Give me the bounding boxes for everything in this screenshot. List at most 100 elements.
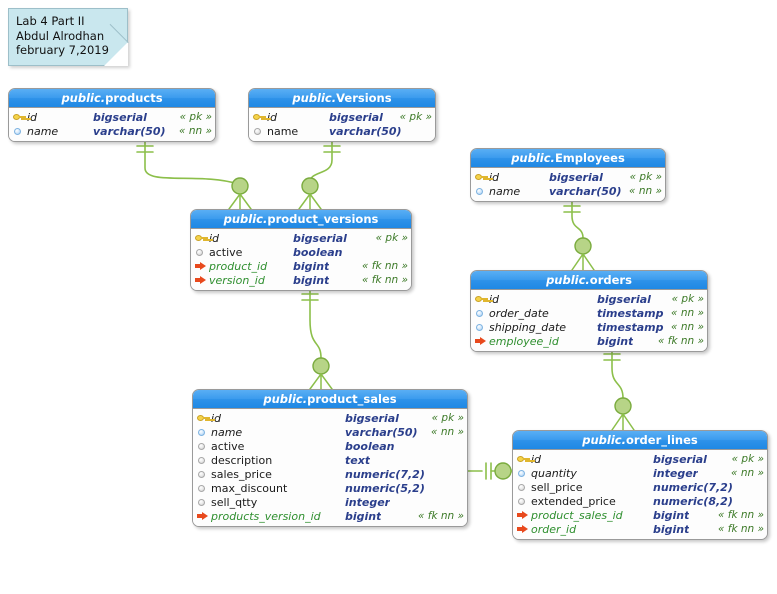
fk-arrow-icon	[516, 508, 531, 522]
attribute-flag: « fk nn »	[717, 523, 764, 535]
attribute-type: varchar(50)	[93, 124, 166, 138]
attribute-type: varchar(50)	[345, 425, 418, 439]
attribute-row[interactable]: extended_price numeric(8,2)	[516, 494, 764, 508]
entity-schema: public.	[582, 433, 626, 447]
attribute-name: id	[267, 110, 278, 124]
attribute-name: sell_qtty	[211, 495, 258, 509]
fk-arrow-icon	[194, 273, 209, 287]
attribute-flag: « pk »	[179, 111, 212, 123]
circle-gray-icon	[196, 453, 211, 467]
attribute-name: id	[27, 110, 38, 124]
attribute-name: version_id	[209, 273, 265, 287]
entity-name: order_lines	[625, 433, 698, 447]
entity-header-versions: public.Versions	[249, 89, 435, 108]
sticky-note-line-3: february 7,2019	[16, 43, 109, 57]
circle-gray-icon	[196, 481, 211, 495]
entity-schema: public.	[546, 273, 590, 287]
attribute-name: extended_price	[531, 494, 616, 508]
attribute-type: varchar(50)	[329, 124, 402, 138]
circle-blue-icon	[196, 425, 211, 439]
key-icon	[194, 231, 209, 245]
attribute-row[interactable]: shipping_date timestamp « nn »	[474, 320, 704, 334]
attribute-name: sell_price	[531, 480, 583, 494]
entity-schema: public.	[223, 212, 268, 226]
attribute-type: bigserial	[549, 170, 603, 184]
attribute-type: integer	[345, 495, 391, 509]
attribute-name: id	[489, 170, 500, 184]
attribute-flag: « fk nn »	[361, 274, 408, 286]
attribute-type: bigserial	[653, 452, 707, 466]
attribute-type: bigserial	[293, 231, 347, 245]
attribute-name: id	[531, 452, 542, 466]
attribute-name: active	[209, 245, 243, 259]
attribute-flag: « nn »	[671, 321, 704, 333]
entity-name: orders	[589, 273, 632, 287]
attribute-flag: « nn »	[179, 125, 212, 137]
note-fold-corner	[104, 42, 128, 66]
circle-blue-icon	[474, 306, 489, 320]
attribute-row[interactable]: sell_qtty integer	[196, 495, 464, 509]
attribute-name: active	[211, 439, 245, 453]
relationship-product-versions-product-sales	[301, 286, 333, 390]
key-icon	[474, 170, 489, 184]
attribute-type: bigint	[597, 334, 634, 348]
circle-blue-icon	[12, 124, 27, 138]
attribute-flag: « pk »	[671, 293, 704, 305]
attribute-type: bigint	[653, 522, 690, 536]
attribute-name: name	[489, 184, 521, 198]
attribute-type: timestamp	[597, 320, 664, 334]
entity-header-products: public.products	[9, 89, 215, 108]
attribute-flag: « pk »	[431, 412, 464, 424]
attribute-type: bigint	[293, 259, 330, 273]
attribute-name: name	[211, 425, 243, 439]
attribute-type: timestamp	[597, 306, 664, 320]
attribute-row[interactable]: sell_price numeric(7,2)	[516, 480, 764, 494]
attribute-flag: « nn »	[731, 467, 764, 479]
attribute-flag: « fk nn »	[717, 509, 764, 521]
attribute-name: id	[209, 231, 220, 245]
attribute-name: sales_price	[211, 467, 272, 481]
attribute-type: numeric(7,2)	[653, 480, 733, 494]
attribute-flag: « pk »	[399, 111, 432, 123]
sticky-note[interactable]: Lab 4 Part II Abdul Alrodhan february 7,…	[8, 8, 129, 66]
attribute-name: shipping_date	[489, 320, 567, 334]
circle-gray-icon	[516, 494, 531, 508]
attribute-type: numeric(8,2)	[653, 494, 733, 508]
attribute-flag: « nn »	[671, 307, 704, 319]
